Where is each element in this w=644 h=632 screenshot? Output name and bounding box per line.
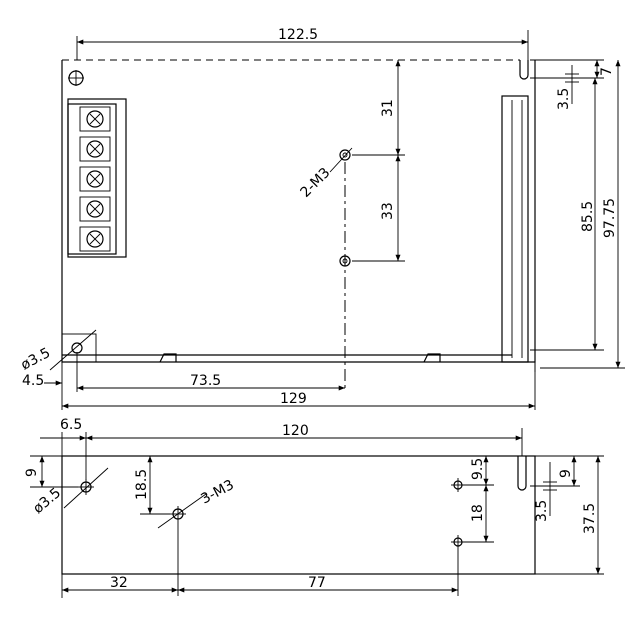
terminal-cell xyxy=(79,226,111,252)
terminal-cell xyxy=(79,166,111,192)
dim-33: 33 xyxy=(380,202,396,220)
side-hole-left xyxy=(63,467,109,509)
label-phi35-top: ø3.5 xyxy=(18,345,53,374)
top-view-outline xyxy=(61,60,536,363)
dim-6-5: 6.5 xyxy=(60,417,82,433)
m3-screw-upper xyxy=(339,149,351,161)
terminal-screw-slot xyxy=(89,233,101,245)
dim-18: 18 xyxy=(470,504,486,522)
dim-3-5-side: 3.5 xyxy=(534,500,550,522)
dim-120: 120 xyxy=(282,423,309,439)
dim-9-5: 9.5 xyxy=(470,458,486,480)
side-rail xyxy=(501,95,529,363)
top-view: 2-M3 122.5 31 33 7 3.5 85.5 97.75 xyxy=(18,27,625,410)
terminal-screw-icon xyxy=(86,170,104,188)
terminal-screw-slot xyxy=(89,113,101,125)
terminal-screw-slot xyxy=(89,203,101,215)
dim-77: 77 xyxy=(308,575,326,591)
label-2m3: 2-M3 xyxy=(298,165,334,201)
label-3m3: 3-M3 xyxy=(198,477,236,508)
dim-9-left: 9 xyxy=(24,468,40,477)
dim-9-right: 9 xyxy=(558,469,574,478)
dim-4-5: 4.5 xyxy=(22,373,44,389)
dim-122-5: 122.5 xyxy=(278,27,318,43)
mount-slot-side xyxy=(517,456,527,491)
terminal-screw-icon xyxy=(86,200,104,218)
dim-7: 7 xyxy=(599,67,615,76)
terminal-block xyxy=(67,98,127,258)
dim-3-5-top: 3.5 xyxy=(556,88,572,110)
terminal-cell xyxy=(79,106,111,132)
dim-73-5: 73.5 xyxy=(190,373,221,389)
terminal-screw-slot xyxy=(89,173,101,185)
dim-31: 31 xyxy=(380,99,396,117)
dim-129: 129 xyxy=(280,391,307,407)
terminal-screw-icon xyxy=(86,110,104,128)
label-phi35-side: ø3.5 xyxy=(30,485,64,517)
dim-85-5: 85.5 xyxy=(580,201,596,232)
m3-leader xyxy=(329,147,353,173)
dim-97-75: 97.75 xyxy=(602,198,618,238)
mount-slot-top-right xyxy=(519,60,529,80)
terminal-screw-icon xyxy=(86,140,104,158)
clip-right xyxy=(423,353,441,363)
dim-18-5: 18.5 xyxy=(134,469,150,500)
terminal-screw-slot xyxy=(89,143,101,155)
terminal-screw-icon xyxy=(86,230,104,248)
mount-hole-bottom-left xyxy=(49,329,97,371)
m3-side-leader xyxy=(157,493,207,529)
dim-37-5: 37.5 xyxy=(582,503,598,534)
terminal-cell xyxy=(79,196,111,222)
side-view-outline xyxy=(61,455,536,575)
ground-screw-icon xyxy=(68,70,84,86)
terminal-cell xyxy=(79,136,111,162)
side-view: ø3.5 3-M3 6.5 120 xyxy=(24,417,604,598)
dim-32: 32 xyxy=(110,575,128,591)
clip-left xyxy=(159,353,177,363)
